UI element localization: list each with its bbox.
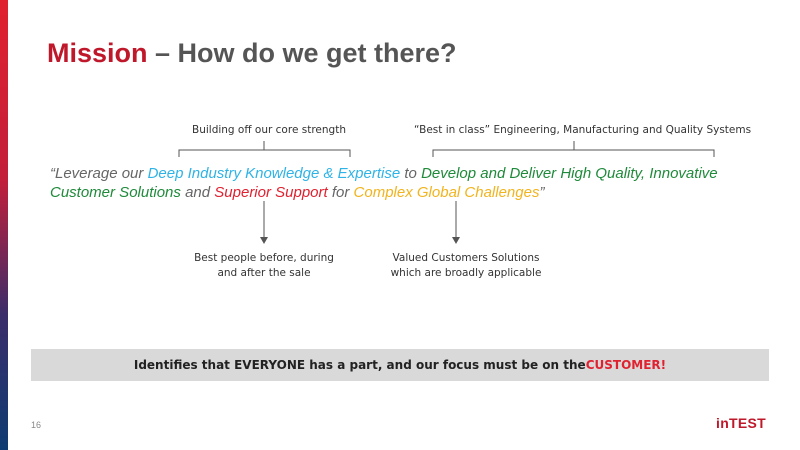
left-bracket bbox=[178, 149, 351, 157]
left-arrowhead bbox=[260, 237, 268, 244]
title-accent: Mission bbox=[47, 38, 148, 68]
core-strength-label: Building off our core strength bbox=[192, 124, 346, 136]
best-people-line1: Best people before, during bbox=[194, 252, 334, 264]
quote-and: and bbox=[180, 184, 215, 201]
mission-statement: “Leverage our Deep Industry Knowledge & … bbox=[50, 164, 750, 202]
takeaway-banner: Identifies that EVERYONE has a part, and… bbox=[31, 349, 769, 381]
quote-develop: Develop and Deliver High Quality, Innova… bbox=[50, 165, 718, 201]
page-number: 16 bbox=[31, 420, 42, 430]
banner-text: Identifies that EVERYONE has a part, and… bbox=[133, 358, 586, 372]
quote-for: for bbox=[327, 184, 354, 201]
slide-title: Mission – How do we get there? bbox=[47, 38, 457, 69]
best-in-class-label: “Best in class” Engineering, Manufacturi… bbox=[414, 124, 752, 136]
quote-challenges: Complex Global Challenges bbox=[353, 184, 540, 201]
valued-customers-label: Valued Customers Solutions which are bro… bbox=[386, 251, 546, 281]
quote-support: Superior Support bbox=[214, 184, 328, 201]
intest-logo: inTEST bbox=[716, 415, 767, 431]
quote-knowledge: Deep Industry Knowledge & Expertise bbox=[147, 165, 401, 182]
right-arrowhead bbox=[452, 237, 460, 244]
best-people-label: Best people before, during and after the… bbox=[189, 251, 339, 281]
banner-highlight: CUSTOMER! bbox=[585, 358, 667, 372]
best-people-line2: and after the sale bbox=[217, 267, 311, 279]
right-bracket bbox=[432, 149, 715, 157]
title-rest: – How do we get there? bbox=[147, 38, 457, 68]
valued-line2: which are broadly applicable bbox=[390, 267, 542, 279]
quote-open: “Leverage our bbox=[50, 165, 148, 182]
quote-close: ” bbox=[539, 184, 545, 201]
side-accent-bar bbox=[0, 0, 8, 450]
valued-line1: Valued Customers Solutions bbox=[392, 252, 540, 264]
quote-to: to bbox=[400, 165, 422, 182]
